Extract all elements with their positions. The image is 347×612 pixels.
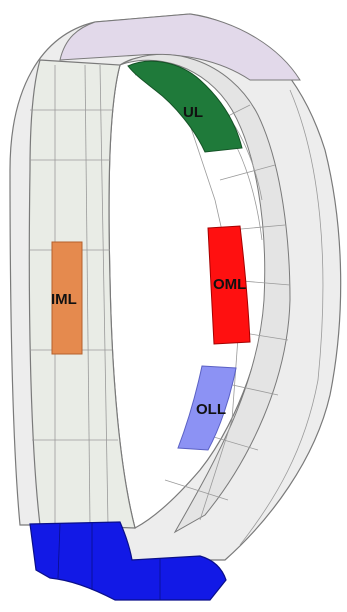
oml-label: OML — [213, 276, 246, 293]
base-block — [29, 521, 227, 601]
ul-label: UL — [183, 104, 203, 121]
inboard-grid — [30, 64, 118, 526]
iml-label: IML — [51, 291, 77, 308]
oll-label: OLL — [196, 401, 226, 418]
iml-region — [51, 241, 83, 355]
base-grid — [57, 523, 161, 600]
shell-top — [59, 13, 301, 81]
ul-region — [127, 60, 243, 153]
oll-region — [177, 365, 237, 451]
first-wall-band — [119, 53, 291, 534]
oml-region — [207, 225, 251, 345]
